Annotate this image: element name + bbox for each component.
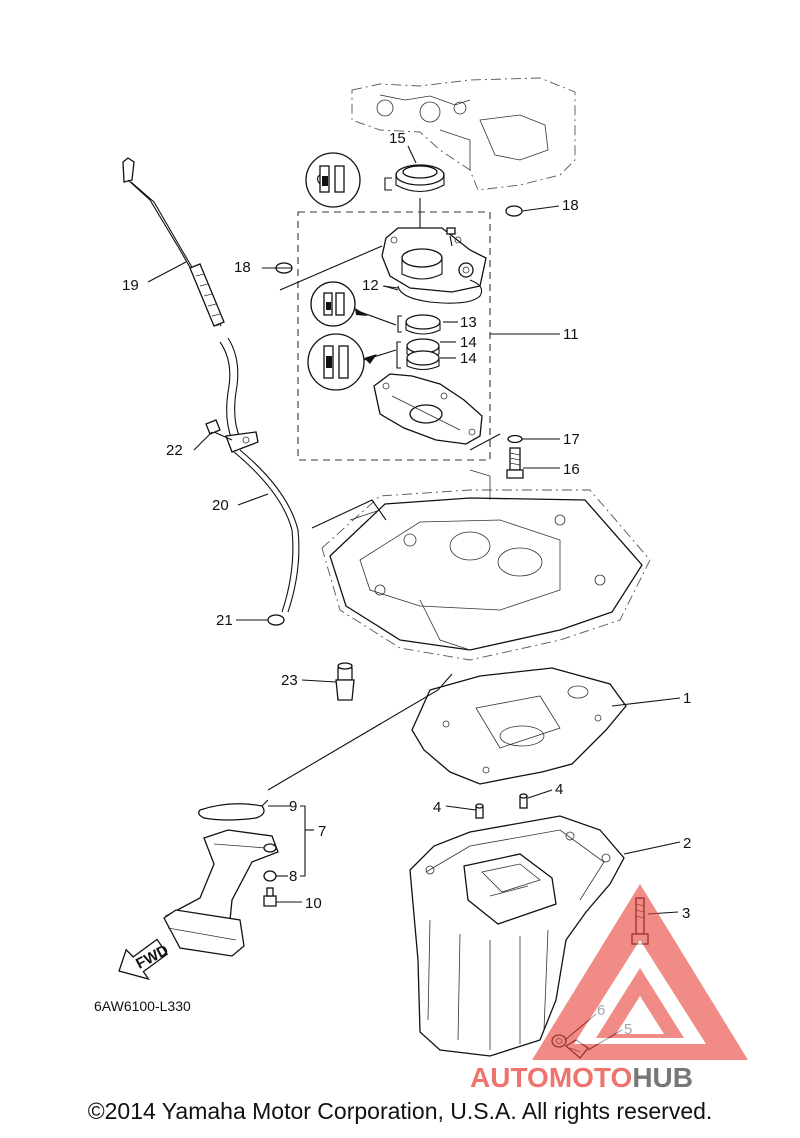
part-4-dowels <box>475 793 528 819</box>
part-19-dipstick <box>122 157 225 327</box>
diagram-code: 6AW6100-L330 <box>94 998 191 1014</box>
callout-13: 13 <box>460 314 477 331</box>
part-14-seals <box>396 338 440 371</box>
callout-19: 19 <box>122 277 139 294</box>
part-20-dipstick-tube <box>219 337 300 613</box>
callout-7: 7 <box>318 823 326 840</box>
part-9-strainer-gasket <box>198 799 269 821</box>
watermark-logo <box>532 884 748 1060</box>
part-21-oring <box>267 614 285 626</box>
part-13-seal <box>397 314 456 335</box>
callout-8: 8 <box>289 868 297 885</box>
watermark-text-part2: HUB <box>632 1062 693 1093</box>
exhaust-guide-plate <box>321 469 651 661</box>
callout-21: 21 <box>216 612 233 629</box>
callout-2: 2 <box>683 835 691 852</box>
fwd-direction-arrow: FWD <box>118 938 171 981</box>
callout-4a: 4 <box>433 799 441 816</box>
assembly-box-11 <box>297 211 491 461</box>
callout-15: 15 <box>389 130 406 147</box>
callout-22: 22 <box>166 442 183 459</box>
engine-block-outline <box>351 77 576 191</box>
watermark-text-part1: AUTOMOTO <box>470 1062 632 1093</box>
callout-3: 3 <box>682 905 690 922</box>
part-10-bolt <box>263 887 277 907</box>
part-16-bolt <box>506 447 524 479</box>
callout-18a: 18 <box>562 197 579 214</box>
copyright-footer: ©2014 Yamaha Motor Corporation, U.S.A. A… <box>87 1098 713 1124</box>
callout-20: 20 <box>212 497 229 514</box>
part-17-washer <box>507 434 523 444</box>
part-22-bolt <box>205 419 233 441</box>
callout-1: 1 <box>683 690 691 707</box>
callout-4b: 4 <box>555 781 563 798</box>
callout-18b: 18 <box>234 259 251 276</box>
watermark-text: AUTOMOTOHUB <box>470 1062 693 1093</box>
callout-11: 11 <box>563 326 579 343</box>
callout-10: 10 <box>305 895 322 912</box>
callout-14a: 14 <box>460 334 477 351</box>
callout-12: 12 <box>362 277 379 294</box>
callout-23: 23 <box>281 672 298 689</box>
callout-17: 17 <box>563 431 580 448</box>
callout-16: 16 <box>563 461 580 478</box>
part-15-seal <box>384 145 445 228</box>
upper-casing <box>381 227 487 293</box>
part-7-oil-strainer <box>163 829 279 957</box>
part-2-oil-pan <box>409 815 625 1057</box>
seal-detail-bubble-14 <box>307 333 397 391</box>
callout-9: 9 <box>289 798 297 815</box>
part-23-fitting <box>335 662 355 701</box>
seal-detail-bubble-15 <box>305 152 361 208</box>
seal-detail-bubble-13 <box>310 281 397 327</box>
callout-14b: 14 <box>460 350 477 367</box>
part-8-grommet <box>263 870 277 882</box>
lower-casing <box>373 373 483 445</box>
part-1-gasket <box>411 667 627 785</box>
